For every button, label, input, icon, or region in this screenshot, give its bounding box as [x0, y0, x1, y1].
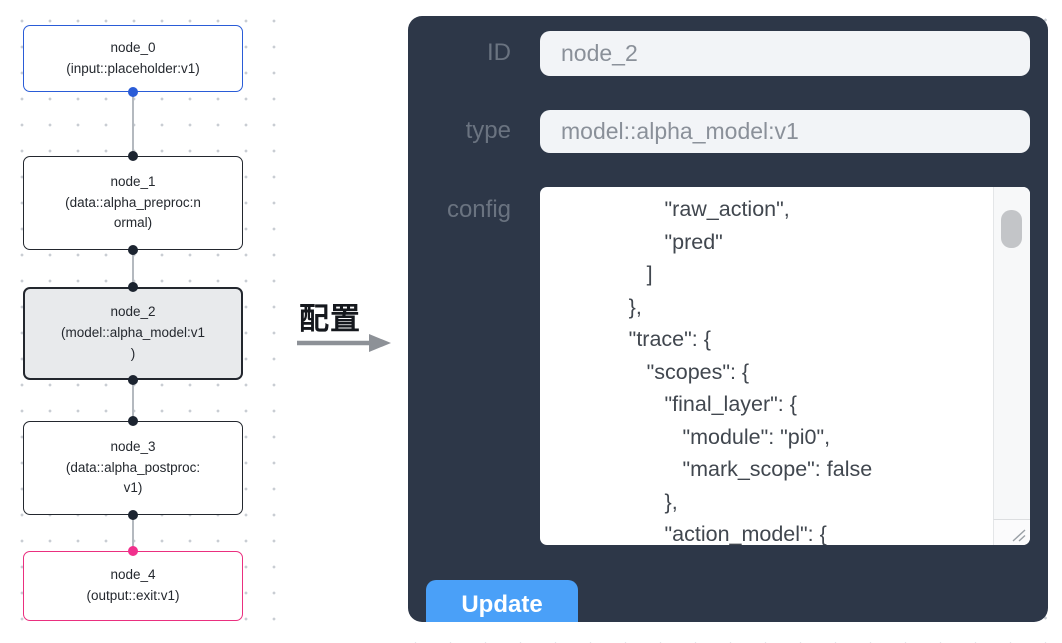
- resize-handle-icon[interactable]: [1012, 529, 1027, 542]
- flow-node-node_0[interactable]: node_0 (input::placeholder:v1): [23, 25, 243, 92]
- update-button[interactable]: Update: [426, 580, 578, 622]
- node-label: node_2 (model::alpha_model:v1 ): [60, 304, 206, 361]
- type-input[interactable]: [540, 110, 1030, 153]
- handle-node0-source[interactable]: [128, 87, 138, 97]
- config-annotation-label: 配置: [299, 303, 361, 336]
- config-field-label: config: [446, 196, 511, 223]
- handle-node1-target[interactable]: [128, 151, 138, 161]
- handle-node1-source[interactable]: [128, 245, 138, 255]
- config-textarea[interactable]: "raw_action", "pred" ] }, "trace": { "sc…: [540, 187, 1030, 545]
- id-field-label: ID: [487, 39, 511, 66]
- config-json-text[interactable]: "raw_action", "pred" ] }, "trace": { "sc…: [628, 197, 873, 545]
- flow-node-node_4[interactable]: node_4 (output::exit:v1): [23, 551, 243, 621]
- edge-node0-node1: [132, 92, 134, 156]
- handle-node3-source[interactable]: [128, 510, 138, 520]
- node-label: node_0 (input::placeholder:v1): [66, 39, 200, 76]
- flow-node-node_1[interactable]: node_1 (data::alpha_preproc:n ormal): [23, 156, 243, 250]
- id-input[interactable]: [540, 31, 1030, 76]
- edge-node2-node3: [132, 380, 134, 421]
- config-scrollbar-corner: [993, 519, 1030, 545]
- node-label: node_1 (data::alpha_preproc:n ormal): [65, 173, 201, 231]
- node-label: node_3 (data::alpha_postproc: v1): [65, 438, 201, 496]
- handle-node3-target[interactable]: [128, 416, 138, 426]
- type-field-label: type: [465, 117, 511, 144]
- handle-node4-target[interactable]: [128, 546, 138, 556]
- handle-node2-source[interactable]: [128, 375, 138, 385]
- edge-node1-node2: [132, 250, 134, 287]
- node-config-panel: ID type config "raw_action", "pred" ] },…: [408, 16, 1048, 622]
- config-scrollbar-thumb[interactable]: [1001, 210, 1022, 248]
- flow-node-node_3[interactable]: node_3 (data::alpha_postproc: v1): [23, 421, 243, 515]
- node-label: node_4 (output::exit:v1): [86, 567, 180, 603]
- edge-node3-node4: [132, 515, 134, 551]
- right-arrow-icon: [297, 334, 391, 352]
- flow-node-node_2-selected[interactable]: node_2 (model::alpha_model:v1 ): [23, 287, 243, 380]
- handle-node2-target[interactable]: [128, 282, 138, 292]
- config-scrollbar-track[interactable]: [993, 187, 1030, 519]
